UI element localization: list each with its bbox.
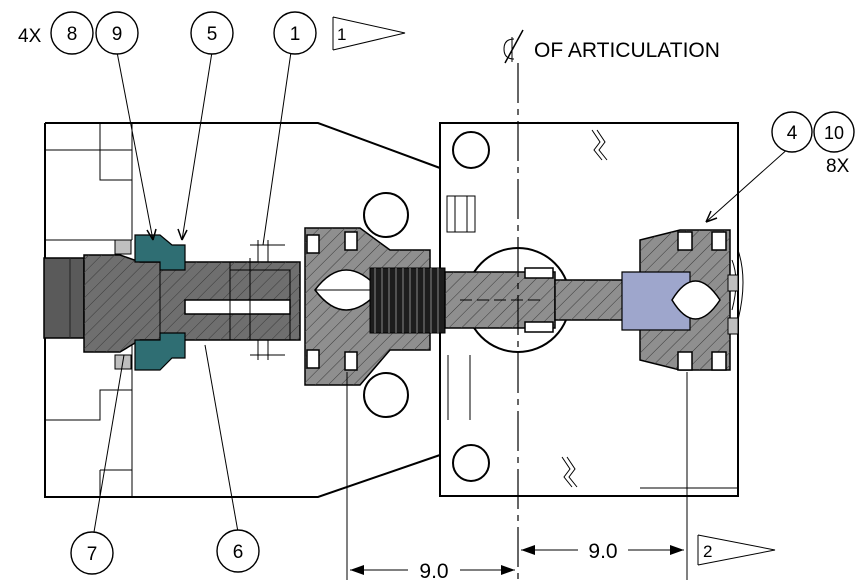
balloon-9: 9	[95, 11, 139, 55]
balloon-5-label: 5	[207, 24, 218, 45]
quantity-8x: 8X	[826, 156, 850, 177]
dimension-right: 9.0	[521, 372, 688, 580]
leader-lines	[93, 51, 791, 533]
centerline-symbol	[503, 29, 524, 64]
balloon-5: 5	[190, 11, 234, 55]
balloon-8: 8	[50, 11, 94, 55]
balloon-7-label: 7	[87, 544, 98, 565]
balloon-4: 4	[771, 111, 813, 153]
dimension-left: 9.0	[346, 372, 515, 583]
balloon-4-label: 4	[787, 123, 798, 144]
balloon-8-label: 8	[67, 24, 78, 45]
balloon-10: 10	[813, 111, 855, 153]
dimension-right-value: 9.0	[588, 540, 617, 563]
balloon-6: 6	[216, 529, 260, 573]
centerline-label: OF ARTICULATION	[534, 39, 720, 62]
bearing-teal-left	[114, 234, 285, 371]
balloon-7: 7	[70, 531, 114, 575]
balloon-1-label: 1	[290, 24, 301, 45]
balloon-1: 1	[273, 11, 317, 55]
balloon-6-label: 6	[233, 542, 244, 563]
right-yoke-section	[621, 229, 739, 371]
center-spline-section	[369, 247, 641, 353]
yoke-holes	[363, 192, 476, 420]
datum-flag-1-label: 1	[337, 25, 346, 44]
balloon-10-label: 10	[824, 123, 844, 143]
left-yoke-section	[304, 227, 431, 386]
balloon-9-label: 9	[112, 24, 123, 45]
datum-flag-1: 1	[332, 16, 406, 51]
datum-flag-2: 2	[697, 534, 776, 566]
articulation-centerline: OF ARTICULATION	[503, 29, 720, 580]
dimension-left-value: 9.0	[419, 560, 448, 583]
datum-flag-2-label: 2	[703, 542, 712, 561]
input-shaft-section	[43, 254, 301, 353]
quantity-4x: 4X	[18, 26, 42, 47]
